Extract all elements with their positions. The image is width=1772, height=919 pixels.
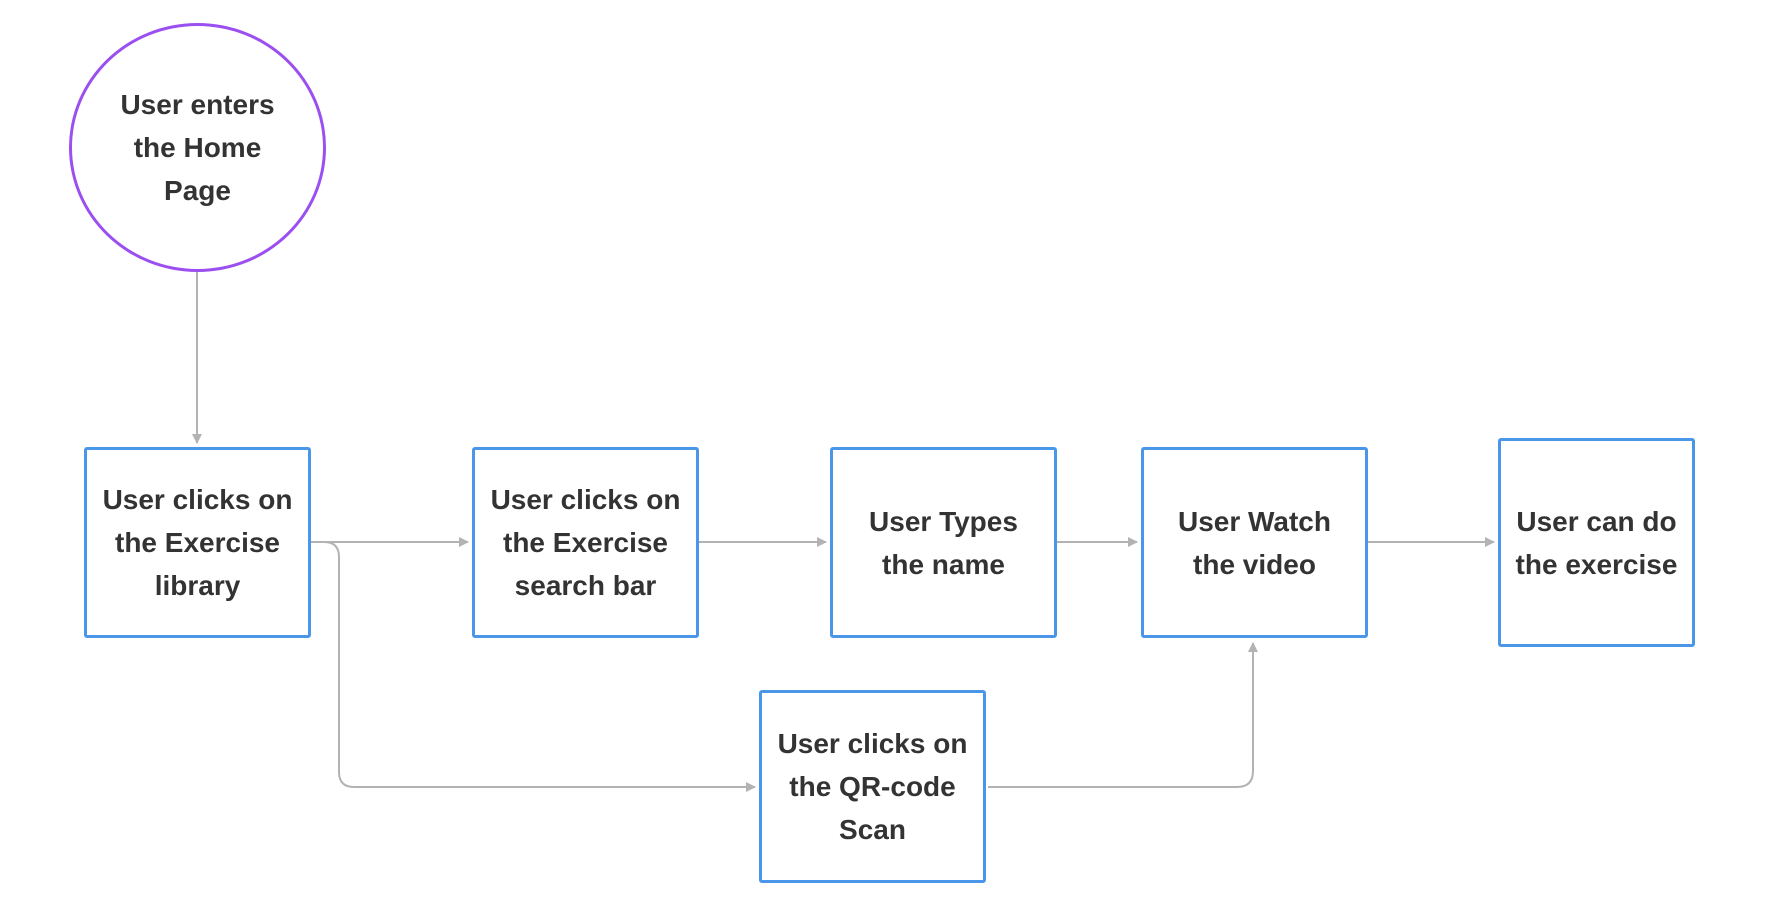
node-home-page-label: User enters the Home Page <box>120 89 275 206</box>
node-types-name-label: User Types the name <box>869 505 1018 580</box>
node-qr-code-scan: User clicks on the QR-code Scan <box>759 690 986 883</box>
node-do-exercise-label: User can do the exercise <box>1515 505 1678 580</box>
node-exercise-library: User clicks on the Exercise library <box>84 447 311 638</box>
node-qr-code-scan-label: User clicks on the QR-code Scan <box>777 728 968 845</box>
node-watch-video-label: User Watch the video <box>1177 505 1331 580</box>
node-watch-video: User Watch the video <box>1141 447 1368 638</box>
edge-qrcode-to-watch <box>988 642 1258 788</box>
node-types-name: User Types the name <box>830 447 1057 638</box>
node-home-page: User enters the Home Page <box>69 23 326 272</box>
edge-library-to-qrcode <box>311 541 756 792</box>
node-exercise-search-bar-label: User clicks on the Exercise search bar <box>490 484 681 601</box>
node-exercise-search-bar: User clicks on the Exercise search bar <box>472 447 699 638</box>
node-exercise-library-label: User clicks on the Exercise library <box>102 484 293 601</box>
node-do-exercise: User can do the exercise <box>1498 438 1695 647</box>
